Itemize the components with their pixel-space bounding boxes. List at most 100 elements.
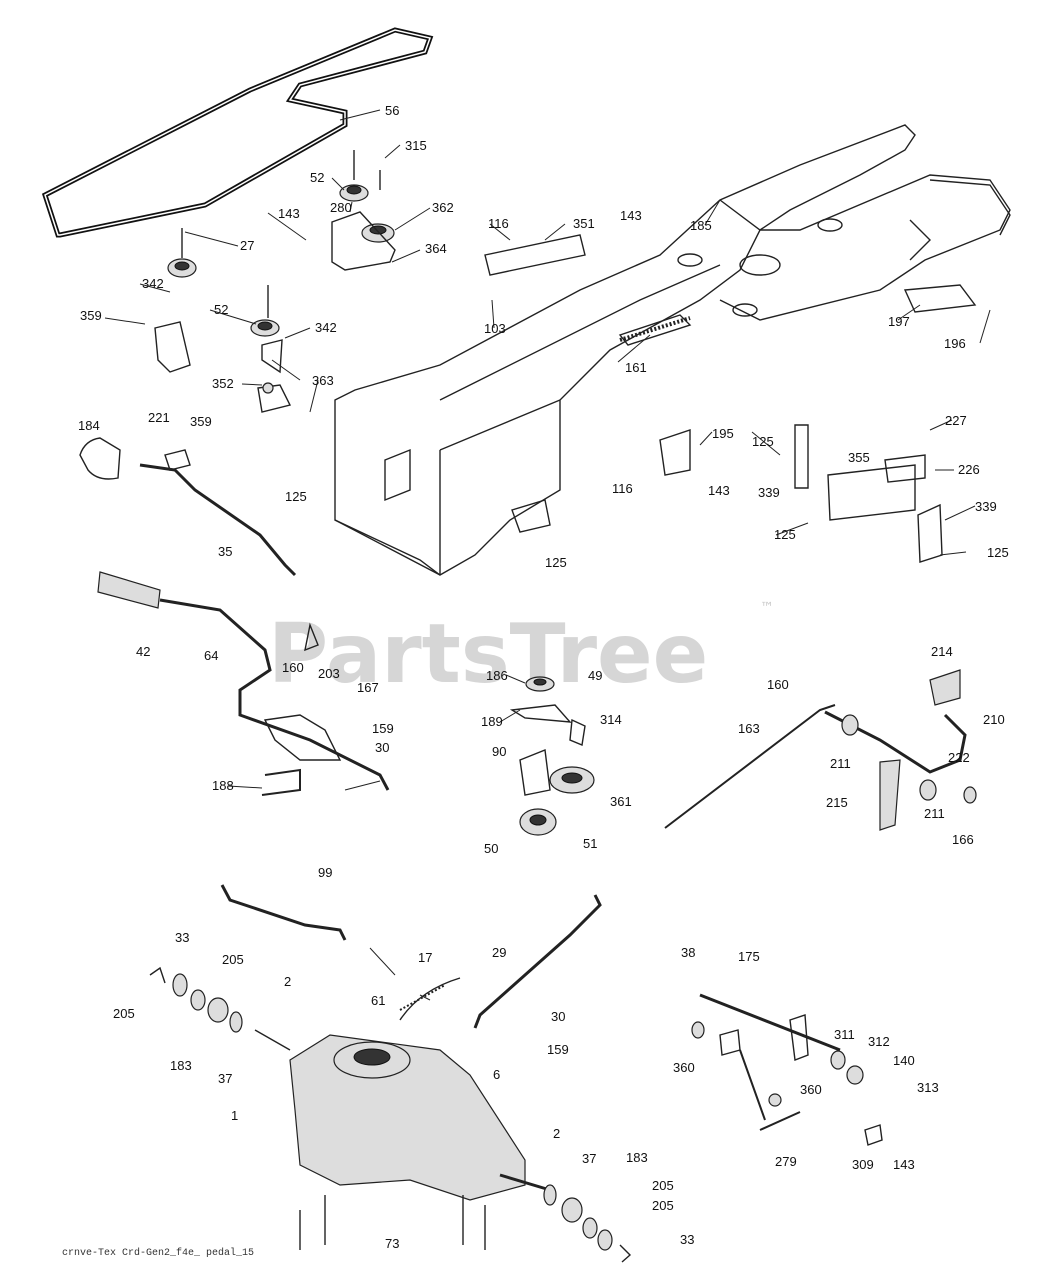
- callout-number: 163: [738, 721, 760, 736]
- callout-number: 227: [945, 413, 967, 428]
- axle-spacers-left: [149, 966, 243, 1033]
- axle-spacers-right: [543, 1184, 632, 1263]
- callout-number: 195: [712, 426, 734, 441]
- callout-number: 279: [775, 1154, 797, 1169]
- watermark-text: PartsTree: [268, 607, 708, 702]
- brake-pedal-assembly: [664, 669, 977, 831]
- leader-line: [369, 947, 396, 976]
- callout-number: 30: [551, 1009, 565, 1024]
- callout-leader-lines: [104, 109, 991, 1001]
- callout-number: 56: [385, 103, 399, 118]
- callout-number: 2: [284, 974, 291, 989]
- callout-number: 185: [690, 218, 712, 233]
- leader-line: [284, 327, 311, 339]
- callout-number: 159: [372, 721, 394, 736]
- callout-number: 315: [405, 138, 427, 153]
- leader-line: [489, 223, 511, 241]
- leader-line: [775, 522, 809, 536]
- callout-number: 49: [588, 668, 602, 683]
- callout-number: 205: [652, 1198, 674, 1213]
- leader-line: [339, 109, 381, 121]
- leader-line: [241, 383, 263, 386]
- callout-number: 64: [204, 648, 218, 663]
- callout-number: 167: [357, 680, 379, 695]
- callout-number: 363: [312, 373, 334, 388]
- callout-number: 37: [582, 1151, 596, 1166]
- callout-number: 73: [385, 1236, 399, 1251]
- watermark-trademark: ™: [760, 600, 774, 616]
- callout-number: 339: [975, 499, 997, 514]
- callout-number: 312: [868, 1034, 890, 1049]
- leader-line: [139, 283, 171, 293]
- leader-line: [384, 144, 401, 159]
- callout-number: 360: [800, 1082, 822, 1097]
- leader-line: [394, 207, 431, 231]
- leader-line: [499, 709, 521, 723]
- callout-number: 214: [931, 644, 953, 659]
- drive-belt: [41, 27, 434, 238]
- callout-number: 362: [432, 200, 454, 215]
- callout-number: 314: [600, 712, 622, 727]
- callout-number: 90: [492, 744, 506, 759]
- leader-line: [419, 994, 431, 1001]
- callout-number: 125: [752, 434, 774, 449]
- callout-number: 361: [610, 794, 632, 809]
- callout-number: 205: [652, 1178, 674, 1193]
- callout-number: 184: [78, 418, 100, 433]
- callout-number: 342: [142, 276, 164, 291]
- callout-number: 50: [484, 841, 498, 856]
- control-rod-29: [473, 894, 602, 1029]
- tractor-frame: [334, 124, 1011, 576]
- idler-pulley-upper: [331, 150, 396, 271]
- callout-number: 189: [481, 714, 503, 729]
- callout-number: 159: [547, 1042, 569, 1057]
- callout-number: 211: [830, 756, 851, 771]
- leader-line: [617, 334, 651, 363]
- callout-number: 183: [170, 1058, 192, 1073]
- callout-number: 2: [553, 1126, 560, 1141]
- callout-number: 203: [318, 666, 340, 681]
- leader-line: [209, 309, 257, 325]
- leader-line: [939, 551, 967, 556]
- leader-line: [349, 201, 353, 213]
- callout-number: 161: [625, 360, 647, 375]
- leader-line: [944, 505, 976, 521]
- callout-number: 186: [486, 668, 508, 683]
- leader-line: [699, 431, 713, 446]
- leader-line: [897, 304, 921, 321]
- callout-number: 37: [218, 1071, 232, 1086]
- callout-number: 125: [285, 489, 307, 504]
- callout-number: 52: [310, 170, 324, 185]
- callout-number: 339: [758, 485, 780, 500]
- callout-number: 51: [583, 836, 597, 851]
- callout-number: 205: [113, 1006, 135, 1021]
- pedal-cross-shaft: [691, 993, 883, 1146]
- callout-number: 360: [673, 1060, 695, 1075]
- callout-number: 99: [318, 865, 332, 880]
- leader-line: [344, 780, 381, 791]
- callout-number: 359: [190, 414, 212, 429]
- leader-line: [267, 212, 307, 241]
- leader-line: [104, 317, 146, 325]
- callout-number: 33: [175, 930, 189, 945]
- leader-line: [271, 359, 301, 381]
- callout-number: 311: [834, 1027, 855, 1042]
- callout-number: 143: [278, 206, 300, 221]
- leader-line: [544, 223, 566, 241]
- callout-number: 352: [212, 376, 234, 391]
- callout-number: 143: [620, 208, 642, 223]
- callout-number: 125: [774, 527, 796, 542]
- leader-line: [979, 309, 991, 344]
- control-rod-99: [220, 884, 347, 941]
- callout-number: 280: [330, 200, 352, 215]
- callout-number: 188: [212, 778, 234, 793]
- leader-line: [391, 249, 421, 263]
- leader-line: [929, 419, 953, 431]
- callout-number: 313: [917, 1080, 939, 1095]
- leader-line: [309, 379, 319, 413]
- callout-number: 103: [484, 321, 506, 336]
- callout-number: 143: [708, 483, 730, 498]
